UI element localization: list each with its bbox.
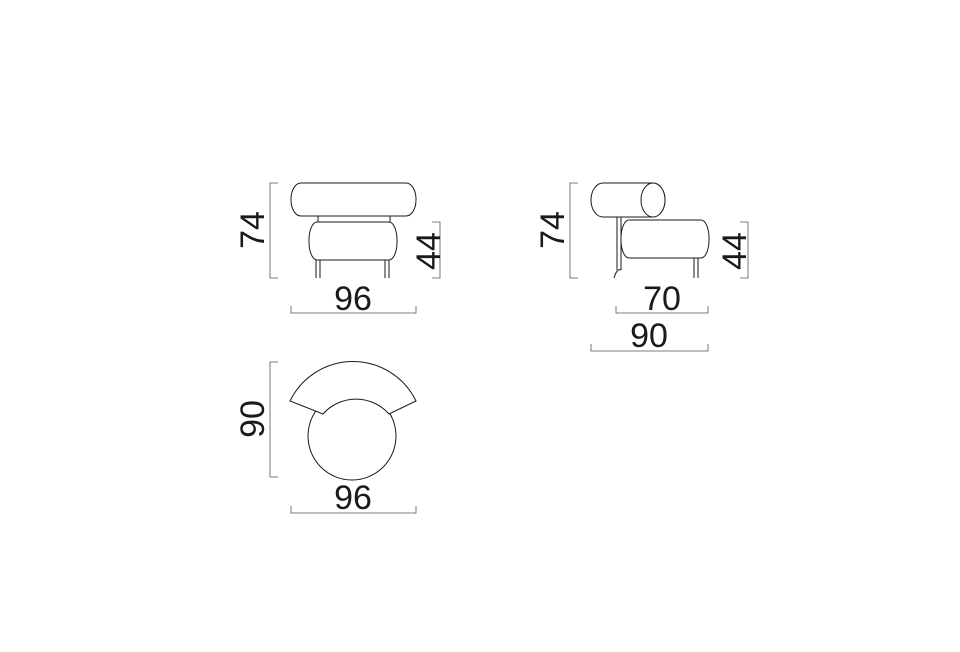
front-seat bbox=[308, 221, 398, 261]
side-seat-height-dim-line bbox=[740, 221, 749, 279]
top-backrest bbox=[289, 361, 417, 415]
top-width-dim-line bbox=[290, 506, 417, 514]
front-height-label: 74 bbox=[234, 211, 272, 249]
side-seat-height-label: 44 bbox=[716, 232, 754, 270]
top-depth-dim-line bbox=[269, 361, 278, 478]
front-width-label: 96 bbox=[334, 280, 372, 318]
side-seat-depth-dim-line bbox=[615, 306, 709, 314]
front-view: 74 44 96 bbox=[234, 182, 448, 318]
side-seat-depth-label: 70 bbox=[643, 280, 681, 318]
side-height-dim-line bbox=[569, 182, 578, 279]
top-depth-label: 90 bbox=[234, 400, 272, 438]
side-backrest-end bbox=[640, 182, 666, 218]
side-depth-dim-line bbox=[590, 344, 709, 352]
front-backrest bbox=[290, 182, 417, 217]
front-width-dim-line bbox=[290, 306, 417, 314]
top-view: 90 96 bbox=[234, 361, 417, 517]
side-frame-foot bbox=[613, 269, 622, 279]
side-seat bbox=[620, 219, 710, 259]
top-width-label: 96 bbox=[334, 479, 372, 517]
front-seat-height-label: 44 bbox=[410, 232, 448, 270]
side-height-label: 74 bbox=[534, 211, 572, 249]
side-depth-label: 90 bbox=[630, 317, 668, 355]
side-view: 74 44 70 90 bbox=[534, 182, 754, 355]
front-seat-height-dim-line bbox=[432, 221, 441, 279]
front-height-dim-line bbox=[269, 182, 278, 279]
